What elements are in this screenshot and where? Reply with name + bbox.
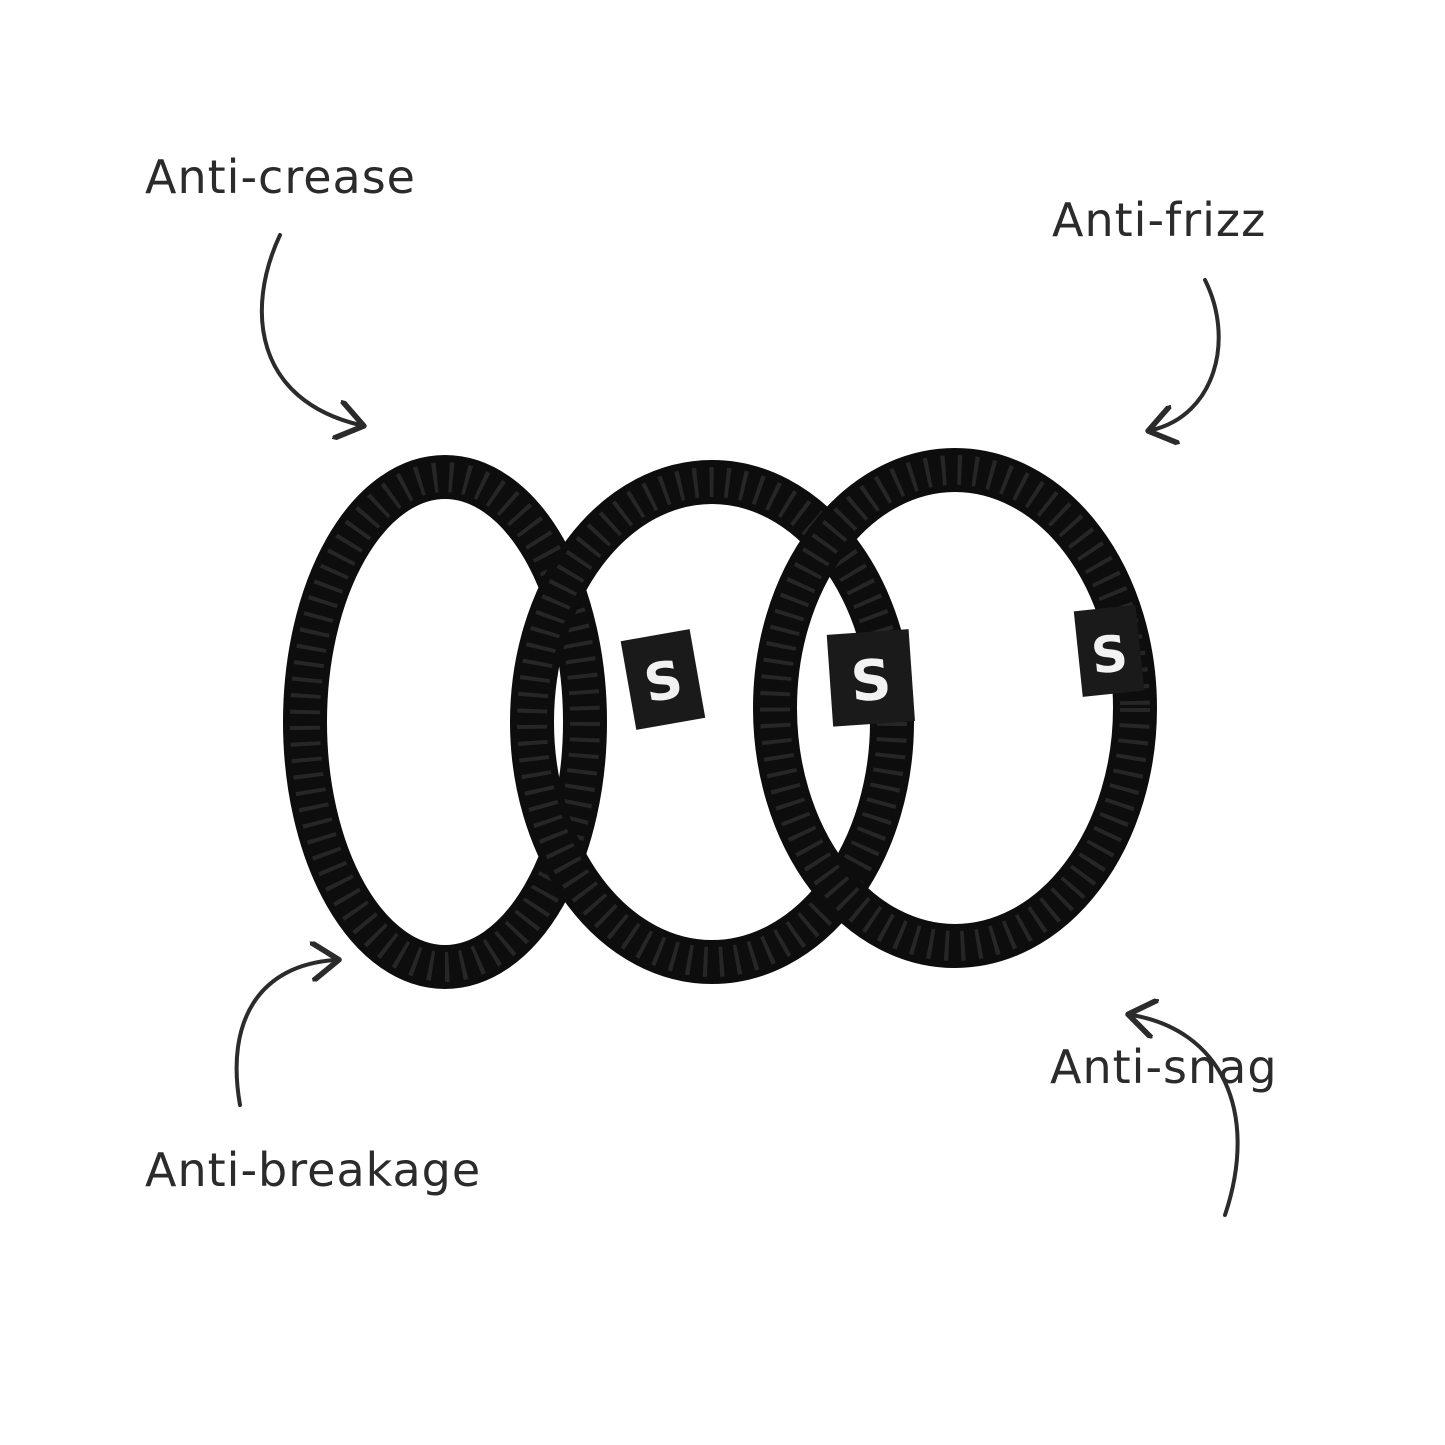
arrow-anti-crease-icon bbox=[259, 233, 360, 425]
label-anti-frizz: Anti-frizz bbox=[1052, 193, 1267, 247]
brand-tag: S bbox=[826, 629, 915, 727]
brand-tag: S bbox=[1073, 604, 1145, 697]
arrow-anti-frizz-icon bbox=[1152, 278, 1221, 430]
label-anti-crease: Anti-crease bbox=[145, 150, 416, 204]
label-anti-snag: Anti-snag bbox=[1050, 1040, 1278, 1094]
brand-tag: S bbox=[620, 629, 706, 730]
arrow-anti-snag-icon bbox=[1132, 1015, 1240, 1217]
scrunchie-left bbox=[283, 455, 607, 989]
tag-logo: S bbox=[849, 648, 894, 716]
scrunchies: S S S bbox=[283, 448, 1157, 989]
tag-logo: S bbox=[1089, 624, 1131, 685]
label-anti-breakage: Anti-breakage bbox=[145, 1143, 482, 1197]
arrow-anti-breakage-icon bbox=[234, 960, 335, 1107]
scrunchie-right bbox=[753, 448, 1157, 968]
